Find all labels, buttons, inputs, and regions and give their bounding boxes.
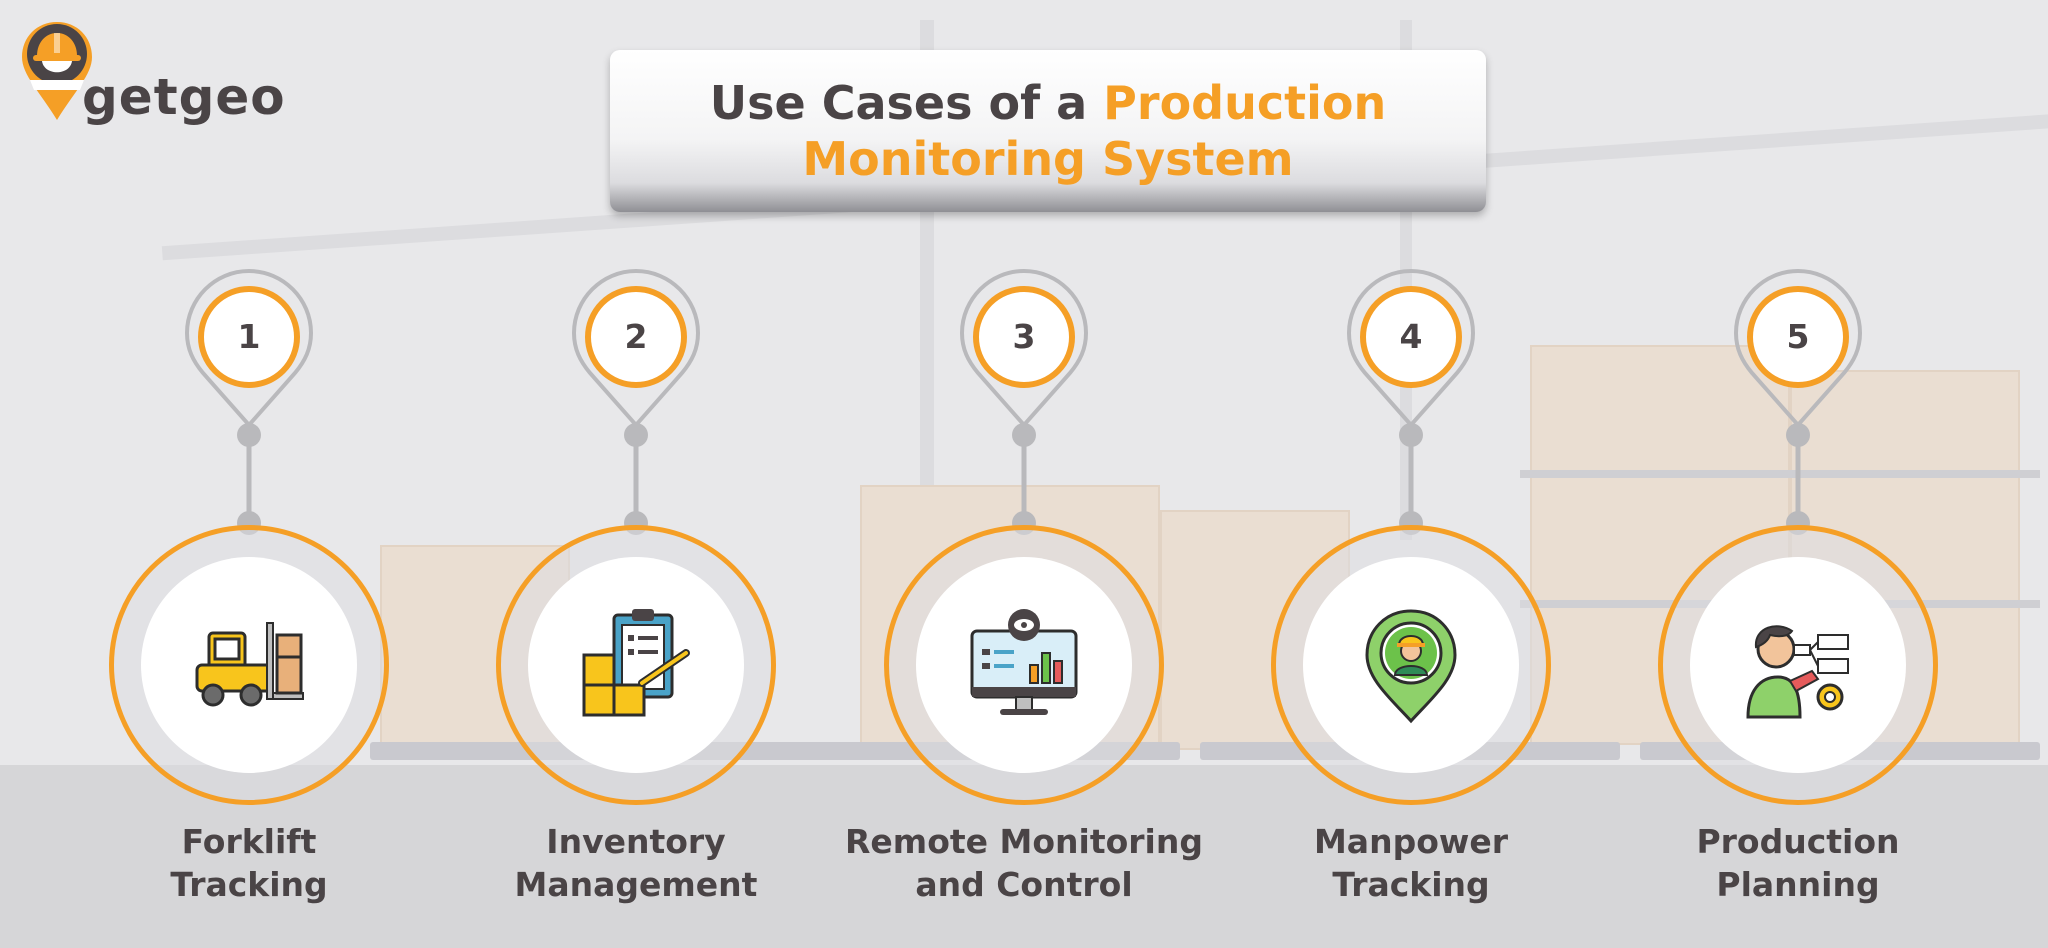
use-case-label: Manpower Tracking bbox=[1221, 820, 1601, 906]
use-case-number: 3 bbox=[1012, 317, 1036, 356]
use-case-label-line-1: Manpower bbox=[1313, 822, 1509, 861]
pin-connector bbox=[959, 268, 1089, 535]
use-case-label-line-1: Production bbox=[1696, 822, 1900, 861]
bg-shelf bbox=[1520, 470, 2040, 478]
brand-name: getgeo bbox=[82, 68, 286, 126]
use-case-label-line-2: and Control bbox=[915, 865, 1133, 904]
use-case-icon-circle bbox=[528, 557, 744, 773]
use-case-icon-circle bbox=[141, 557, 357, 773]
hardhat-pin-icon bbox=[22, 22, 92, 120]
use-case-label-line-2: Tracking bbox=[1332, 865, 1490, 904]
use-case-label: Inventory Management bbox=[446, 820, 826, 906]
title-line-1: Use Cases of a Production bbox=[710, 75, 1386, 131]
title-accent-1: Production bbox=[1103, 76, 1387, 130]
pin-connector bbox=[1733, 268, 1863, 535]
use-case-label-line-1: Forklift bbox=[181, 822, 317, 861]
use-case-icon-circle bbox=[916, 557, 1132, 773]
pin-connector bbox=[184, 268, 314, 535]
use-case-label-line-1: Inventory bbox=[546, 822, 726, 861]
use-case-label-line-1: Remote Monitoring bbox=[845, 822, 1203, 861]
monitor-dashboard-icon bbox=[970, 609, 1078, 715]
worker-location-pin-icon bbox=[1365, 609, 1457, 724]
planner-person-icon bbox=[1746, 625, 1849, 719]
use-case-number: 5 bbox=[1786, 317, 1810, 356]
use-case-5: 5 Production Planning bbox=[1648, 265, 1948, 915]
forklift-icon bbox=[195, 622, 304, 707]
use-case-number: 1 bbox=[237, 317, 261, 356]
title-box: Use Cases of a Production Monitoring Sys… bbox=[610, 50, 1486, 212]
use-case-icon-circle bbox=[1690, 557, 1906, 773]
use-case-4: 4 Manpower Tracking bbox=[1261, 265, 1561, 915]
use-case-label-line-2: Management bbox=[514, 865, 758, 904]
brand-logo: getgeo bbox=[20, 20, 285, 126]
pin-connector bbox=[1346, 268, 1476, 535]
pin-connector bbox=[571, 268, 701, 535]
use-case-label-line-2: Planning bbox=[1716, 865, 1880, 904]
use-case-icon-circle bbox=[1303, 557, 1519, 773]
use-case-label: Forklift Tracking bbox=[59, 820, 439, 906]
use-case-1: 1 Forklift Tracking bbox=[99, 265, 399, 915]
use-case-3: 3 Remote Monitoring and Control bbox=[845, 265, 1203, 915]
use-case-number: 4 bbox=[1399, 317, 1423, 356]
inventory-clipboard-icon bbox=[582, 609, 690, 717]
use-case-label: Production Planning bbox=[1608, 820, 1988, 906]
use-case-label: Remote Monitoring and Control bbox=[834, 820, 1214, 906]
use-case-label-line-2: Tracking bbox=[170, 865, 328, 904]
use-case-number: 2 bbox=[624, 317, 648, 356]
use-case-2: 2 Inventory Management bbox=[486, 265, 786, 915]
title-prefix: Use Cases of a bbox=[709, 76, 1104, 130]
title-line-2: Monitoring System bbox=[802, 132, 1294, 186]
